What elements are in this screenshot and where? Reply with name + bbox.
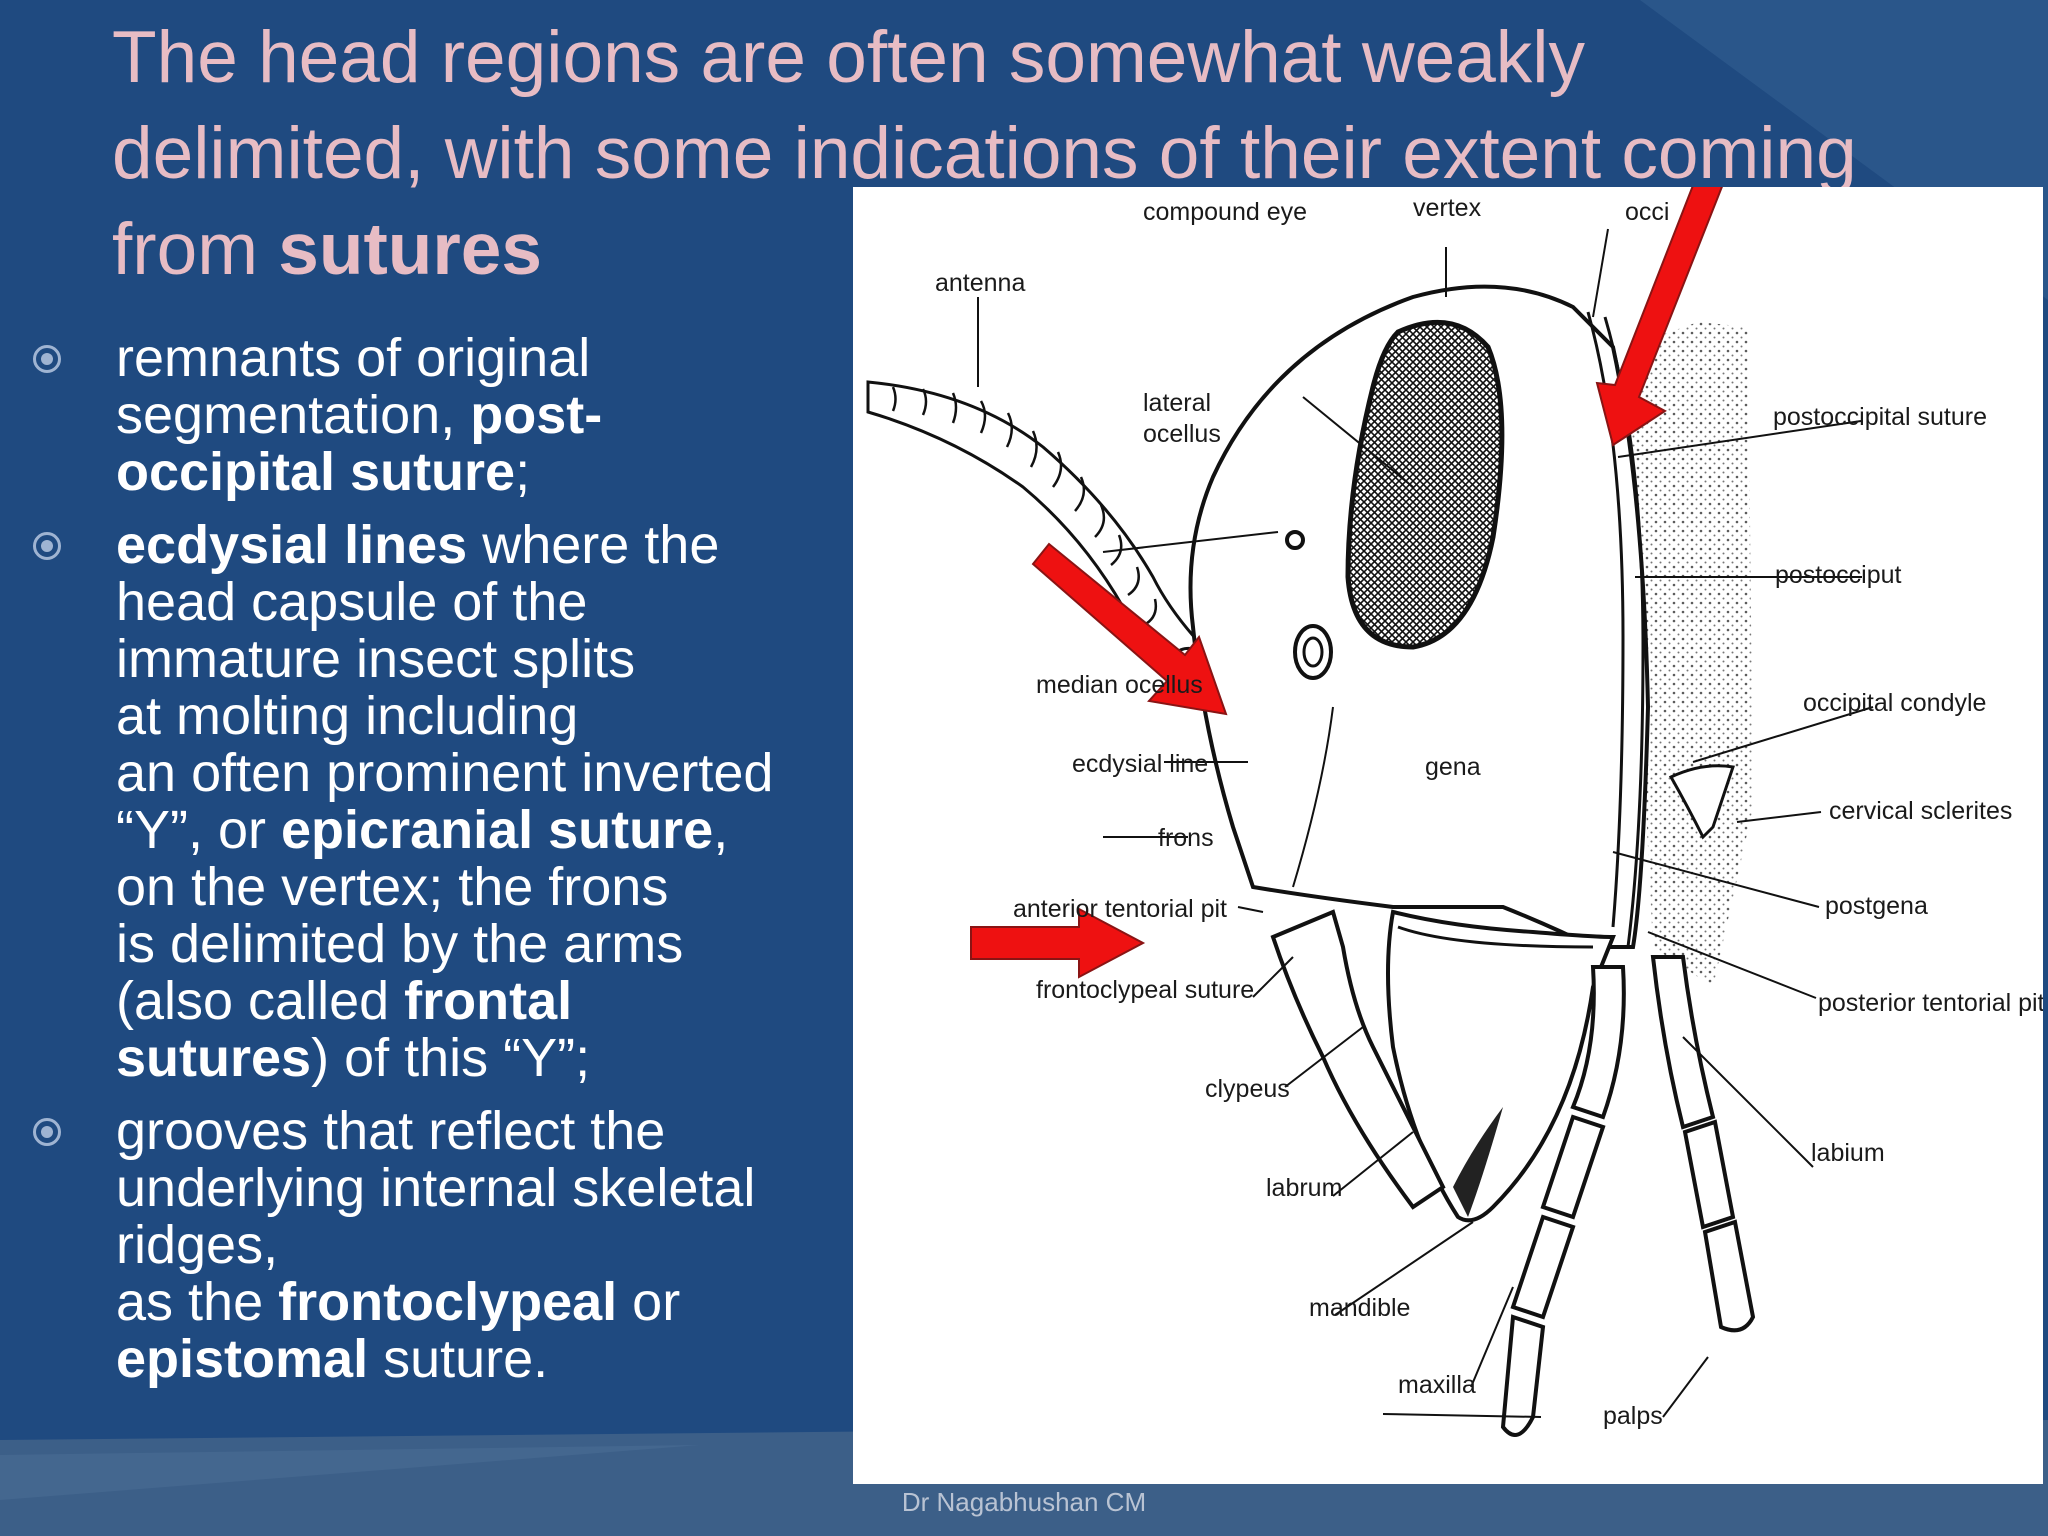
text-run: head capsule of the — [116, 572, 588, 632]
bullet-target-icon — [33, 532, 61, 560]
text-run: ) of this “Y”; — [311, 1028, 591, 1088]
label-median-ocellus: median ocellus — [1036, 671, 1203, 699]
mandible — [1270, 909, 1446, 1210]
bold-term: occipital suture — [116, 442, 516, 502]
label-postgena: postgena — [1825, 892, 1928, 920]
bullet-item: ecdysial lines where the head capsule of… — [30, 517, 860, 1087]
text-run: ridges, — [116, 1215, 279, 1275]
label-frontoclypeal-suture: frontoclypeal suture — [1036, 976, 1254, 1004]
insect-head-figure: compound eye vertex occi antenna lateral… — [853, 187, 2043, 1484]
bullet-line: epistomal suture. — [116, 1331, 860, 1388]
label-labium: labium — [1811, 1139, 1885, 1167]
bold-term: epicranial suture — [281, 800, 714, 860]
bold-term: frontoclypeal — [278, 1272, 618, 1332]
title-line-1: The head regions are often somewhat weak… — [112, 17, 1586, 98]
title-line-3: from — [112, 209, 279, 290]
insect-head-diagram: compound eye vertex occi antenna lateral… — [866, 187, 2043, 1437]
bullet-line: ecdysial lines where the — [116, 517, 860, 574]
label-mandible: mandible — [1309, 1294, 1410, 1322]
bullet-line: sutures) of this “Y”; — [116, 1030, 860, 1087]
bullet-line: is delimited by the arms — [116, 916, 860, 973]
bullet-line: (also called frontal — [116, 973, 860, 1030]
bullet-line: as the frontoclypeal or — [116, 1274, 860, 1331]
text-run: an often prominent inverted — [116, 743, 774, 803]
slide-title: The head regions are often somewhat weak… — [112, 10, 2042, 298]
arrow-frontoclypeal — [970, 907, 1146, 979]
bullet-line: occipital suture; — [116, 444, 860, 501]
label-clypeus: clypeus — [1205, 1075, 1290, 1103]
bold-term: epistomal — [116, 1329, 369, 1389]
text-run: segmentation, — [116, 385, 471, 445]
label-postoccipital-suture: postoccipital suture — [1773, 403, 1987, 431]
label-occipital-condyle: occipital condyle — [1803, 689, 1986, 717]
compound-eye — [1345, 319, 1505, 650]
bullet-line: grooves that reflect the — [116, 1103, 860, 1160]
bullet-line: on the vertex; the frons — [116, 859, 860, 916]
label-ocellus: ocellus — [1143, 420, 1221, 448]
arrow-postoccipital — [1595, 187, 1723, 447]
text-run: or — [617, 1272, 681, 1332]
bullet-line: “Y”, or epicranial suture, — [116, 802, 860, 859]
bullet-line: head capsule of the — [116, 574, 860, 631]
label-lateral: lateral — [1143, 389, 1211, 417]
cervical-membrane — [1613, 322, 1753, 987]
slide-footer: Dr Nagabhushan CM — [901, 1487, 1147, 1517]
text-run: immature insect splits — [116, 629, 636, 689]
title-line-2: delimited, with some indications of thei… — [112, 113, 1857, 194]
bullet-item: grooves that reflect the underlying inte… — [30, 1103, 860, 1388]
red-arrows — [970, 187, 1723, 979]
bullet-line: remnants of original — [116, 330, 860, 387]
bold-term: frontal — [404, 971, 573, 1031]
label-maxilla: maxilla — [1398, 1371, 1476, 1399]
label-antenna: antenna — [935, 269, 1025, 297]
bullet-line: underlying internal skeletal — [116, 1160, 860, 1217]
bullet-list: remnants of original segmentation, post-… — [30, 330, 860, 1404]
text-run: is delimited by the arms — [116, 914, 684, 974]
bullet-target-icon — [33, 1118, 61, 1146]
bold-term: sutures — [116, 1028, 312, 1088]
label-vertex: vertex — [1413, 194, 1482, 222]
label-postocciput: postocciput — [1775, 561, 1902, 589]
text-run: as the — [116, 1272, 279, 1332]
text-run: ; — [515, 442, 531, 502]
text-run: at molting including — [116, 686, 579, 746]
bullet-line: immature insect splits — [116, 631, 860, 688]
bullet-item: remnants of original segmentation, post-… — [30, 330, 860, 501]
bold-term: post- — [470, 385, 603, 445]
bullet-line: segmentation, post- — [116, 387, 860, 444]
label-gena: gena — [1425, 753, 1481, 781]
label-occiput: occi — [1625, 198, 1669, 226]
title-keyword: sutures — [278, 209, 542, 290]
text-run: , — [713, 800, 729, 860]
label-cervical-sclerites: cervical sclerites — [1829, 797, 2012, 825]
label-compound-eye: compound eye — [1143, 198, 1307, 226]
text-run: grooves that reflect the — [116, 1101, 666, 1161]
text-run: suture. — [368, 1329, 549, 1389]
label-posterior-tentorial-pit: posterior tentorial pit — [1818, 989, 2043, 1017]
bullet-line: at molting including — [116, 688, 860, 745]
label-ecdysial-line: ecdysial line — [1072, 750, 1208, 778]
text-run: (also called — [116, 971, 405, 1031]
label-palps: palps — [1603, 1402, 1663, 1430]
label-frons: frons — [1158, 824, 1214, 852]
arrow-ecdysial — [1031, 542, 1228, 716]
cervical-sclerite — [1668, 764, 1735, 840]
text-run: where the — [467, 515, 720, 575]
text-run: remnants of original — [116, 328, 591, 388]
label-labrum: labrum — [1266, 1174, 1342, 1202]
bullet-line: ridges, — [116, 1217, 860, 1274]
clypeus-labrum — [1386, 909, 1616, 1223]
label-anterior-tentorial-pit: anterior tentorial pit — [1013, 895, 1227, 923]
maxillary-palps — [1500, 955, 1756, 1437]
bullet-target-icon — [33, 345, 61, 373]
bullet-line: an often prominent inverted — [116, 745, 860, 802]
text-run: underlying internal skeletal — [116, 1158, 756, 1218]
text-run: on the vertex; the frons — [116, 857, 669, 917]
bold-term: ecdysial lines — [116, 515, 468, 575]
text-run: “Y”, or — [116, 800, 282, 860]
